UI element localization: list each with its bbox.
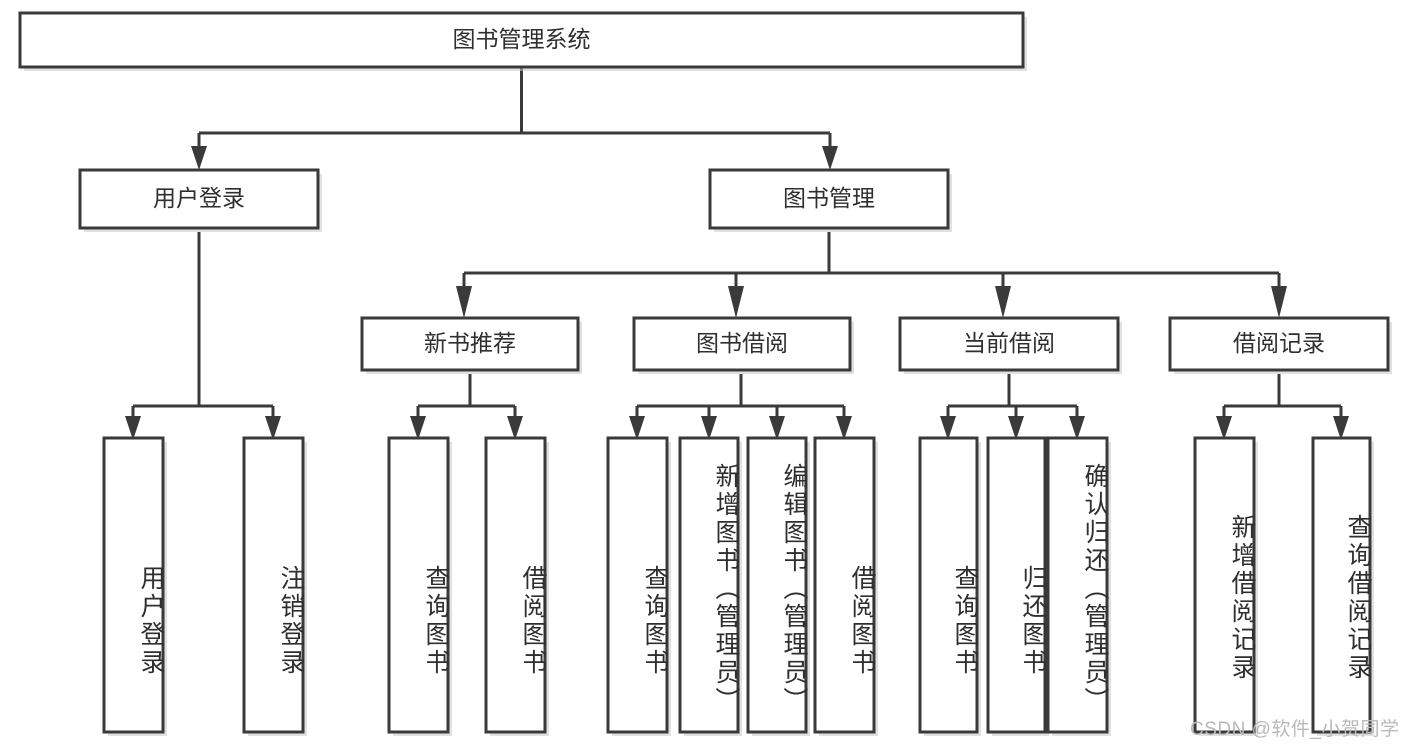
csdn-watermark: CSDN @软件_小贺同学 <box>1190 719 1400 740</box>
node-box-new-book-rec[interactable] <box>360 316 580 372</box>
node-box-leaf-confirm-return[interactable] <box>1046 436 1109 734</box>
arrow-head-leaf-edit-book <box>769 416 785 440</box>
node-box-current-borrow[interactable] <box>898 316 1120 372</box>
node-box-leaf-borrow-book-1[interactable] <box>484 436 547 734</box>
arrow-head-leaf-user-login <box>125 416 141 440</box>
node-box-leaf-edit-book[interactable] <box>746 436 808 734</box>
connector-layer <box>125 67 1349 440</box>
arrow-head-leaf-borrow-book-2 <box>836 416 852 440</box>
arrow-head-leaf-user-logout <box>265 416 281 440</box>
node-box-layer <box>18 11 1392 736</box>
arrow-head-borrow-record <box>1271 286 1287 318</box>
node-box-leaf-add-record[interactable] <box>1193 436 1256 734</box>
arrow-head-new-book-rec <box>456 286 472 318</box>
arrow-head-leaf-add-book <box>701 416 717 440</box>
node-box-leaf-borrow-book-2[interactable] <box>813 436 876 734</box>
node-box-leaf-query-book-3[interactable] <box>918 436 979 734</box>
node-box-book-manage[interactable] <box>708 168 950 230</box>
node-box-leaf-add-book[interactable] <box>678 436 740 734</box>
arrow-head-leaf-query-book-2 <box>629 416 645 440</box>
node-box-borrow-record[interactable] <box>1168 316 1390 372</box>
arrow-head-leaf-query-book-3 <box>940 416 956 440</box>
node-box-leaf-query-book-2[interactable] <box>606 436 669 734</box>
arrow-head-current-borrow <box>995 286 1011 318</box>
arrow-head-leaf-query-record <box>1333 416 1349 440</box>
arrow-head-leaf-borrow-book-1 <box>507 416 523 440</box>
arrow-head-book-manage <box>822 146 838 170</box>
arrow-head-book-borrow <box>728 286 744 318</box>
arrow-head-leaf-confirm-return <box>1069 416 1085 440</box>
arrow-head-leaf-query-book-1 <box>410 416 426 440</box>
arrow-head-leaf-return-book <box>1008 416 1024 440</box>
node-box-user-login[interactable] <box>78 168 320 230</box>
arrow-head-leaf-add-record <box>1216 416 1232 440</box>
node-box-leaf-query-book-1[interactable] <box>387 436 450 734</box>
node-box-book-borrow[interactable] <box>632 316 852 372</box>
node-box-leaf-user-logout[interactable] <box>242 436 305 734</box>
node-box-leaf-user-login[interactable] <box>102 436 165 734</box>
node-box-leaf-return-book[interactable] <box>986 436 1047 734</box>
node-box-root[interactable] <box>18 11 1025 69</box>
arrow-head-user-login <box>191 146 207 170</box>
node-box-leaf-query-record[interactable] <box>1311 436 1372 734</box>
